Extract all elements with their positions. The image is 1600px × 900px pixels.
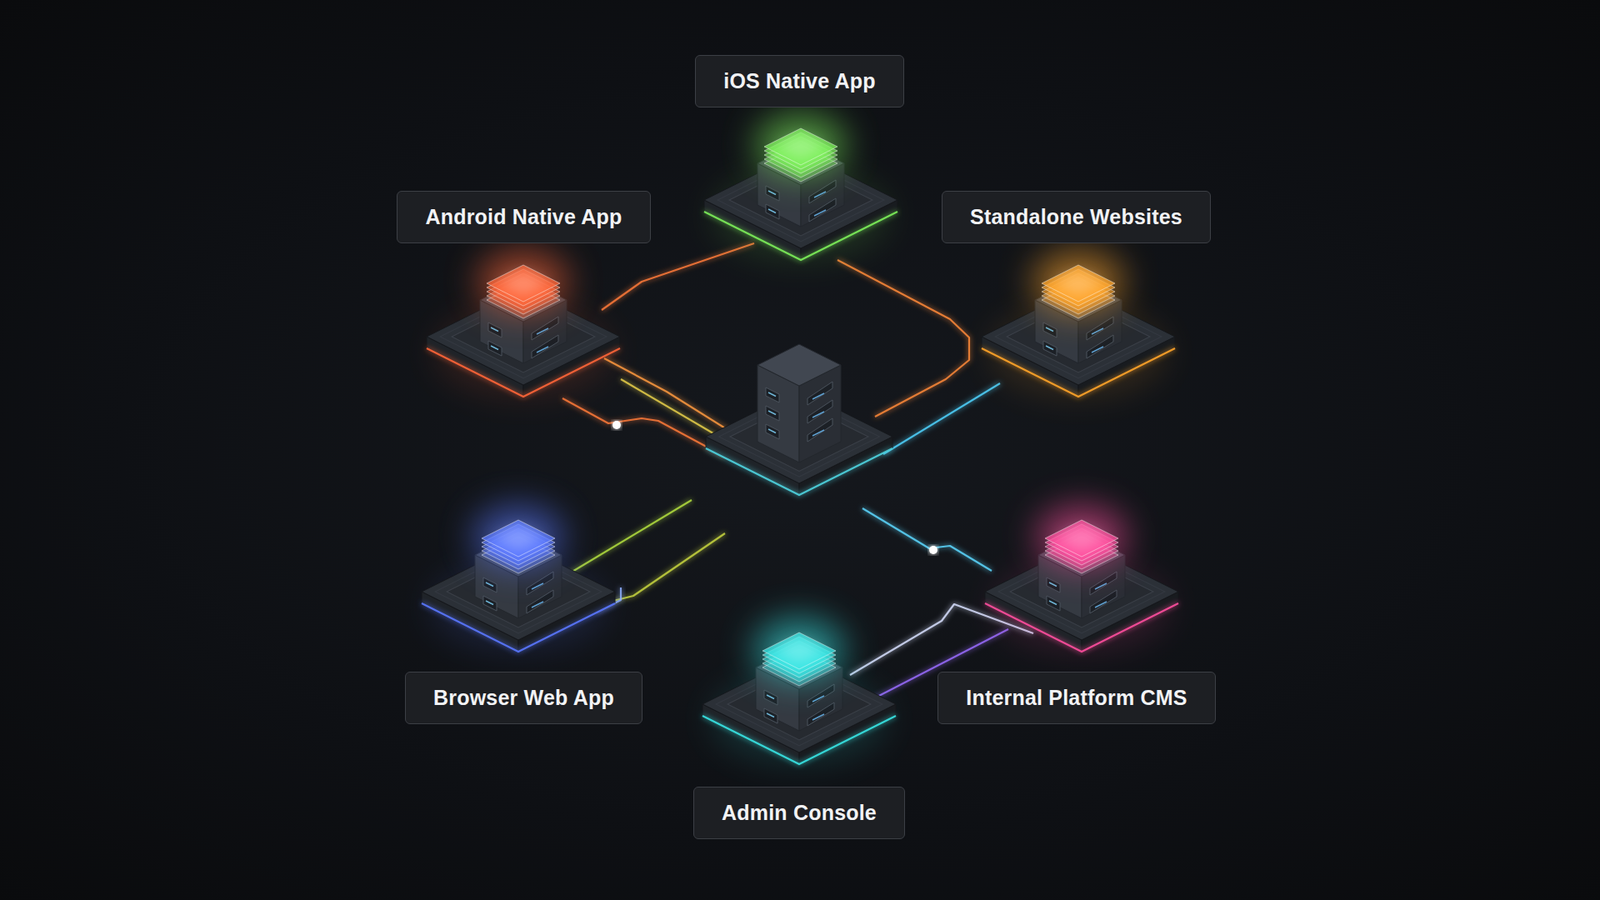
server-block — [702, 617, 896, 765]
connection-wire — [566, 500, 692, 575]
label-box: Android Native App — [396, 190, 651, 244]
label-box: Admin Console — [693, 786, 905, 840]
connection-wire — [862, 508, 992, 571]
connection-wire — [883, 383, 1000, 455]
label-text: Admin Console — [721, 800, 877, 825]
label-box: Internal Platform CMS — [937, 671, 1216, 725]
connection-wire — [837, 260, 970, 417]
server-block — [426, 250, 620, 397]
server-block — [421, 505, 615, 652]
label-text: Internal Platform CMS — [965, 685, 1187, 710]
label-box: Standalone Websites — [941, 190, 1211, 244]
server-block — [981, 250, 1175, 397]
connection-wire — [604, 358, 734, 434]
label-text: Standalone Websites — [970, 205, 1183, 230]
label-text: Browser Web App — [433, 685, 615, 710]
label-text: iOS Native App — [723, 69, 875, 94]
connection-wire — [562, 398, 725, 457]
connection-wire — [601, 243, 755, 310]
junction-dot — [612, 420, 621, 430]
label-box: iOS Native App — [695, 55, 905, 108]
label-text: Android Native App — [425, 205, 622, 230]
server-block — [705, 344, 893, 495]
junction-dot — [929, 545, 938, 555]
label-box: Browser Web App — [405, 671, 643, 725]
server-block — [985, 505, 1179, 652]
server-block — [704, 113, 898, 260]
